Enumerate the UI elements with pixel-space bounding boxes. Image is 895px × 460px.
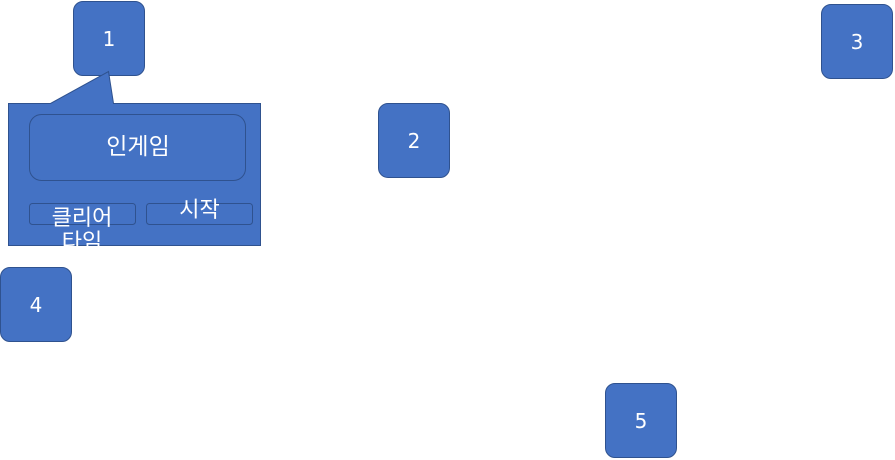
clear-time-label-text: 클리어 타임 bbox=[51, 206, 113, 256]
ingame-label: 인게임 bbox=[30, 115, 246, 180]
start-label: 시작 bbox=[146, 198, 253, 223]
node-4-label: 4 bbox=[29, 292, 43, 317]
node-5-label: 5 bbox=[634, 408, 648, 433]
node-1-label: 1 bbox=[102, 26, 116, 51]
clear-time-box[interactable] bbox=[29, 203, 136, 225]
node-2[interactable]: 2 bbox=[378, 103, 450, 178]
start-box[interactable] bbox=[146, 203, 253, 225]
start-label-text: 시작 bbox=[179, 198, 220, 223]
node-3[interactable]: 3 bbox=[821, 4, 893, 79]
ingame-label-text: 인게임 bbox=[106, 133, 170, 160]
node-4[interactable]: 4 bbox=[0, 267, 72, 342]
node-3-label: 3 bbox=[850, 29, 864, 54]
ui-mockup-callout: 인게임 클리어 타임 시작 bbox=[0, 0, 270, 255]
clear-time-label: 클리어 타임 bbox=[28, 183, 136, 256]
node-1[interactable]: 1 bbox=[73, 1, 145, 76]
ingame-box[interactable] bbox=[29, 114, 246, 181]
node-5[interactable]: 5 bbox=[605, 383, 677, 458]
callout-shape bbox=[8, 70, 261, 246]
node-2-label: 2 bbox=[407, 128, 421, 153]
